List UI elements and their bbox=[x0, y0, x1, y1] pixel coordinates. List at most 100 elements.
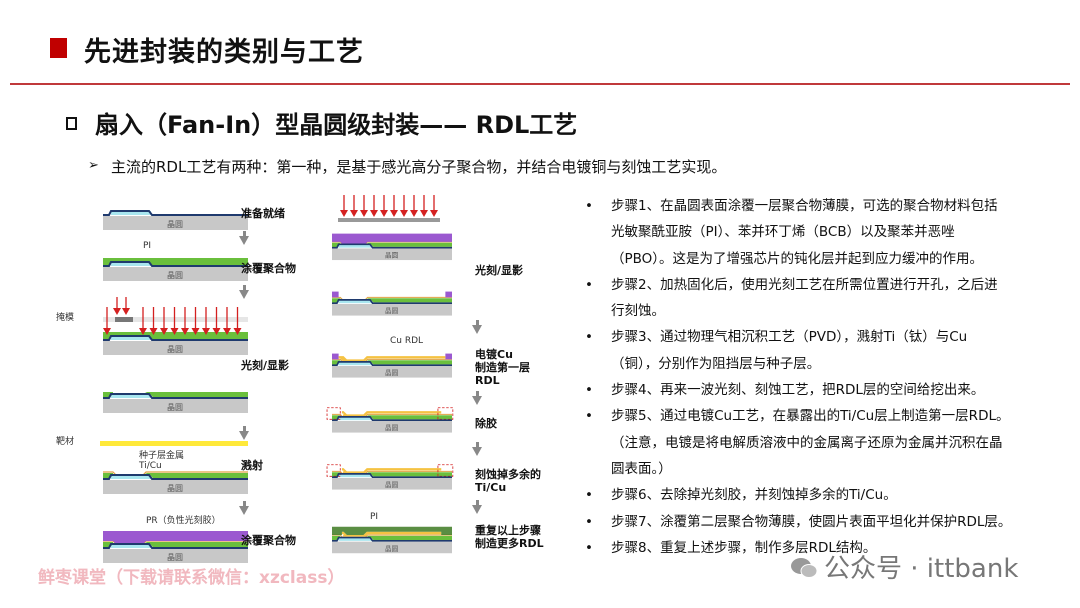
wechat-icon bbox=[791, 558, 818, 578]
title-marker bbox=[50, 38, 67, 58]
callout-cu-rdl: Cu RDL bbox=[390, 336, 424, 346]
sputter-target-bar bbox=[100, 441, 248, 446]
callout-pr: PR（负性光刻胶） bbox=[146, 516, 221, 526]
step-text-line: 圆表面。） bbox=[611, 460, 672, 477]
uv-arrow-icon bbox=[410, 195, 418, 217]
step-item: •步骤5、通过电镀Cu工艺，在暴露出的Ti/Cu层上制造第一层RDL。（注意，电… bbox=[585, 403, 1045, 482]
flow-arrow-icon bbox=[239, 501, 249, 515]
bullet-icon: • bbox=[585, 382, 593, 399]
wafer-label: 晶圆 bbox=[167, 220, 183, 229]
arrow-bullet-icon: ➢ bbox=[88, 158, 99, 173]
callout-pi2: PI bbox=[370, 512, 379, 522]
uv-arrow-icon bbox=[212, 307, 221, 335]
uv-arrow-icon bbox=[149, 307, 158, 335]
step-label-litho: 光刻/显影 bbox=[241, 359, 290, 372]
step-label-plate-3: RDL bbox=[475, 374, 500, 387]
wafer-etched: 晶圆 bbox=[326, 464, 454, 490]
step-label-etch-1: 刻蚀掉多余的 bbox=[475, 468, 541, 481]
callout-mask: 掩模 bbox=[56, 313, 75, 323]
section-checkbox-icon bbox=[66, 117, 77, 130]
wafer-label: 晶圆 bbox=[167, 484, 183, 493]
wafer-exposure: 晶圆 bbox=[103, 332, 248, 355]
title-divider bbox=[10, 83, 1070, 85]
uv-arrow-icon bbox=[400, 195, 408, 217]
uv-arrow-icon bbox=[380, 195, 388, 217]
uv-arrow-icon bbox=[370, 195, 378, 217]
step-item: •步骤1、在晶圆表面涂覆一层聚合物薄膜，可选的聚合物材料包括光敏聚酰亚胺（PI）… bbox=[585, 193, 1045, 272]
flow-arrow-icon bbox=[239, 426, 249, 440]
flow-arrow-icon bbox=[472, 442, 482, 456]
step-item: •步骤3、通过物理气相沉积工艺（PVD），溅射Ti（钛）与Cu（铜），分别作为阻… bbox=[585, 324, 1045, 377]
step-item: •步骤2、加热固化后，使用光刻工艺在所需位置进行开孔，之后进行刻蚀。 bbox=[585, 272, 1045, 325]
uv-arrow-icon bbox=[233, 307, 242, 335]
flow-arrow-icon bbox=[239, 285, 249, 299]
intro-text: 主流的RDL工艺有两种：第一种，是基于感光高分子聚合物，并结合电镀铜与刻蚀工艺实… bbox=[111, 158, 727, 176]
uv-arrow-icon bbox=[160, 307, 168, 335]
step-label-plate-1: 电镀Cu bbox=[475, 348, 513, 361]
flow-arrow-icon bbox=[472, 391, 482, 405]
wafer-label: 晶圆 bbox=[167, 345, 183, 354]
exposure-arrows-right-icon bbox=[338, 195, 440, 222]
process-steps-list: •步骤1、在晶圆表面涂覆一层聚合物薄膜，可选的聚合物材料包括光敏聚酰亚胺（PI）… bbox=[585, 193, 1045, 561]
step-text-line: （PBO）。这是为了增强芯片的钝化层并起到应力缓冲的作用。 bbox=[611, 250, 984, 267]
step-text-line: 步骤3、通过物理气相沉积工艺（PVD），溅射Ti（钛）与Cu bbox=[611, 329, 968, 346]
uv-arrow-icon bbox=[350, 195, 358, 217]
bullet-icon: • bbox=[585, 513, 593, 530]
uv-arrow-icon bbox=[340, 195, 348, 217]
step-item: •步骤4、再来一波光刻、刻蚀工艺，把RDL层的空间给挖出来。 bbox=[585, 377, 1045, 403]
section-title: 扇入（Fan-In）型晶圆级封装—— RDL工艺 bbox=[95, 111, 578, 139]
watermark-right: 公众号 · ittbank bbox=[824, 554, 1019, 584]
bullet-icon: • bbox=[585, 539, 593, 556]
uv-arrow-icon bbox=[170, 307, 179, 335]
wafer-pr-exposed: 晶圆 bbox=[332, 233, 452, 261]
wafer-pr: 晶圆 bbox=[103, 531, 248, 563]
wafer-label: 晶圆 bbox=[167, 271, 183, 280]
step-label-plate-2: 制造第一层 bbox=[475, 361, 530, 374]
wafer-pr-stripped: 晶圆 bbox=[326, 407, 454, 433]
wafer-label: 晶圆 bbox=[167, 553, 183, 562]
wafer-label: 晶圆 bbox=[385, 481, 399, 489]
uv-arrow-icon bbox=[113, 297, 121, 315]
wafer-label: 晶圆 bbox=[167, 403, 183, 412]
wafer-label: 晶圆 bbox=[385, 369, 399, 377]
bullet-icon: • bbox=[585, 487, 593, 504]
uv-arrow-icon bbox=[181, 307, 189, 335]
step-text-line: 行刻蚀。 bbox=[611, 303, 665, 320]
callout-pi: PI bbox=[143, 241, 152, 251]
callout-seed-2: Ti/Cu bbox=[139, 461, 162, 471]
wafer-sputter: 晶圆 bbox=[103, 471, 248, 494]
uv-arrow-icon bbox=[420, 195, 428, 217]
step-label-etch-2: Ti/Cu bbox=[475, 481, 507, 494]
flow-arrow-icon bbox=[472, 320, 482, 334]
uv-arrow-icon bbox=[390, 195, 398, 217]
uv-arrow-icon bbox=[202, 307, 210, 335]
bullet-icon: • bbox=[585, 198, 593, 214]
step-label-coat2: 涂覆聚合物 bbox=[241, 534, 296, 547]
step-text-line: 步骤8、重复上述步骤，制作多层RDL结构。 bbox=[611, 539, 877, 556]
step-label-strip: 除胶 bbox=[475, 417, 497, 430]
flow-arrow-icon bbox=[239, 231, 249, 245]
callout-target: 靶材 bbox=[56, 437, 75, 447]
step-label-ready: 准备就绪 bbox=[241, 207, 285, 220]
uv-arrow-icon bbox=[122, 297, 130, 315]
step-item: • 步骤8、重复上述步骤，制作多层RDL结构。 bbox=[585, 535, 1045, 561]
uv-arrow-icon bbox=[360, 195, 368, 217]
step-text-line: 步骤7、涂覆第二层聚合物薄膜，使圆片表面平坦化并保护RDL层。 bbox=[611, 513, 1012, 530]
page-title: 先进封装的类别与工艺 bbox=[84, 37, 364, 68]
wafer-pr-developed: 晶圆 bbox=[332, 291, 452, 316]
uv-arrow-icon bbox=[223, 307, 231, 335]
wafer-polymer: 晶圆 bbox=[103, 258, 248, 281]
flow-arrow-icon bbox=[472, 500, 482, 514]
uv-arrow-icon bbox=[139, 307, 147, 335]
wafer-label: 晶圆 bbox=[385, 307, 399, 315]
uv-arrow-icon bbox=[103, 307, 111, 335]
step-label-coat: 涂覆聚合物 bbox=[241, 262, 296, 275]
step-text-line: 光敏聚酰亚胺（PI）、苯并环丁烯（BCB）以及聚苯并恶唑 bbox=[611, 224, 955, 241]
step-item: • 步骤7、涂覆第二层聚合物薄膜，使圆片表面平坦化并保护RDL层。 bbox=[585, 509, 1045, 535]
wafer-label: 晶圆 bbox=[385, 252, 399, 260]
bullet-icon: • bbox=[585, 329, 593, 346]
step-text-line: 步骤5、通过电镀Cu工艺，在暴露出的Ti/Cu层上制造第一层RDL。 bbox=[611, 408, 1010, 425]
step-item: •步骤6、去除掉光刻胶，并刻蚀掉多余的Ti/Cu。 bbox=[585, 482, 1045, 508]
callout-seed-1: 种子层金属 bbox=[139, 451, 185, 461]
bullet-icon: • bbox=[585, 276, 593, 293]
